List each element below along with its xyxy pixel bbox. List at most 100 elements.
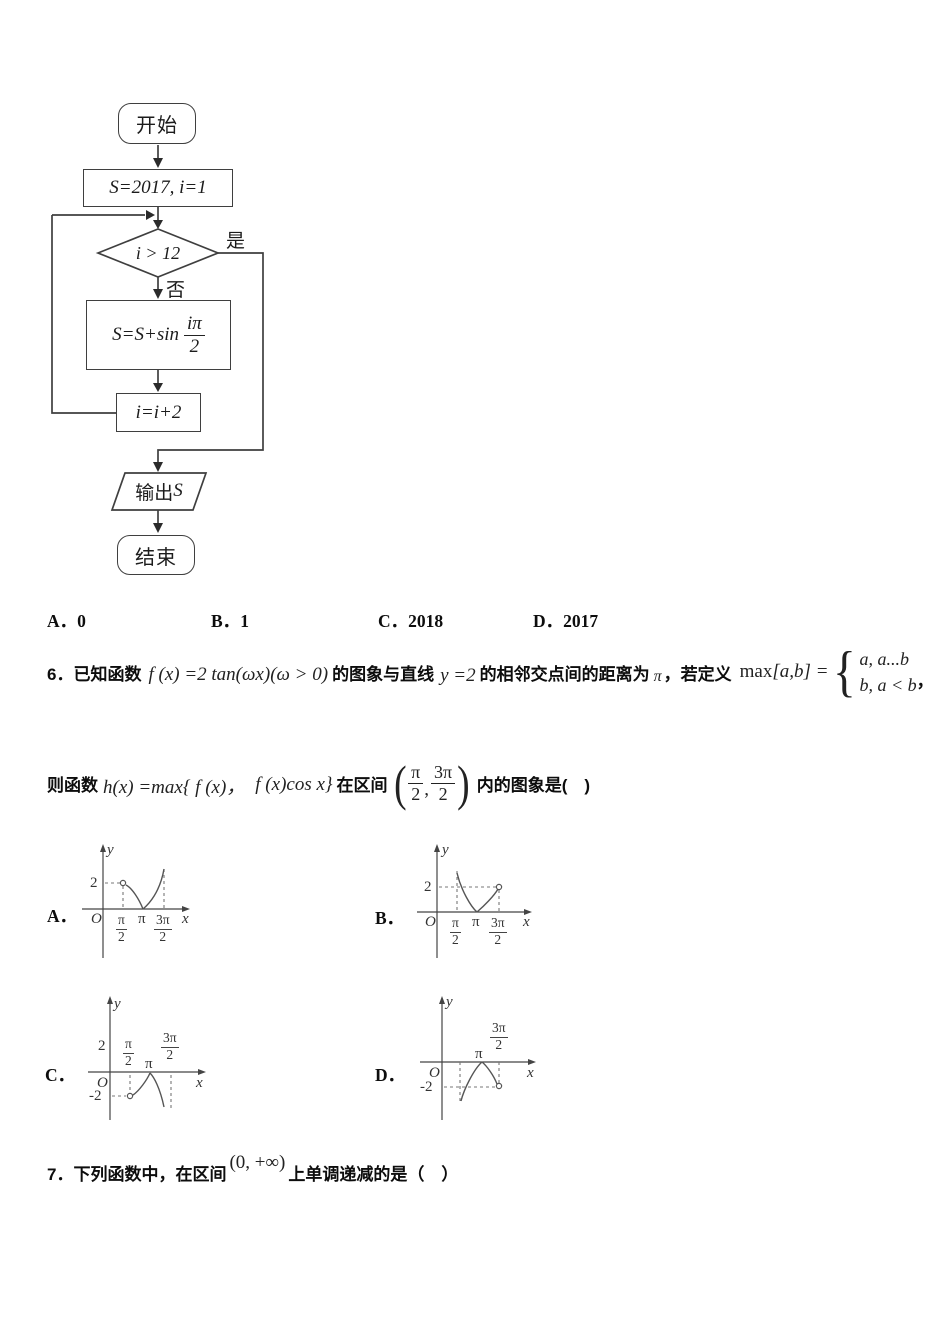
question7-interval: (0, +∞) bbox=[229, 1151, 286, 1173]
option-d-value: 2017 bbox=[563, 611, 599, 631]
fraction-denominator: 2 bbox=[159, 928, 167, 944]
graph-b-origin-label: O bbox=[425, 914, 436, 930]
option-a: A．0 bbox=[47, 608, 86, 633]
flowchart-no-label: 否 bbox=[166, 280, 186, 301]
graph-c-y-axis-label: y bbox=[114, 996, 121, 1012]
option-d-letter: D． bbox=[533, 611, 564, 631]
option-c: C．2018 bbox=[378, 608, 443, 633]
flowchart-compute-prefix: S=S+sin bbox=[112, 324, 179, 345]
flowchart-end-node: 结束 bbox=[117, 535, 195, 575]
interval-frac-3pi-2: 3π 2 bbox=[431, 762, 456, 804]
question7-line: 7．下列函数中，在区间 (0, +∞) 上单调递减的是（ ） bbox=[47, 1150, 458, 1195]
graph-a-ytick-2: 2 bbox=[90, 875, 98, 891]
flowchart-compute-fraction: iπ 2 bbox=[184, 313, 205, 357]
fraction-denominator: 2 bbox=[438, 783, 448, 804]
flowchart-increment-node: i=i+2 bbox=[116, 393, 201, 432]
graph-b-y-axis-label: y bbox=[442, 842, 449, 858]
flowchart-start-label: 开始 bbox=[136, 115, 178, 137]
question7-number: 7． bbox=[47, 1165, 74, 1184]
graph-b-axes bbox=[417, 844, 532, 958]
answer-options-row: A．0 B．1 C．2018 D．2017 bbox=[47, 608, 907, 632]
graph-b-plot: y 2 O π 2 π 3π 2 x bbox=[415, 843, 540, 961]
graph-a-origin-label: O bbox=[91, 911, 102, 927]
option-b-letter: B． bbox=[211, 611, 241, 631]
question6-number-and-text: 6．已知函数 bbox=[47, 660, 141, 685]
graph-c-tick-3pi-over-2: 3π 2 bbox=[161, 1030, 179, 1063]
graph-d-plot: y π 3π 2 O -2 x bbox=[415, 995, 545, 1123]
graph-b-x-axis-label: x bbox=[523, 914, 530, 930]
graph-a-tick-pi: π bbox=[138, 911, 146, 927]
question6-seg4: ，若定义 bbox=[663, 664, 732, 684]
interval-close-paren: ) bbox=[457, 755, 470, 811]
fraction-denominator: 2 bbox=[452, 931, 459, 947]
graph-b-label: B． bbox=[375, 908, 405, 928]
question6-comma: ， bbox=[916, 671, 934, 691]
fraction-numerator: π bbox=[123, 1036, 134, 1054]
interval-open-paren: ( bbox=[393, 755, 407, 811]
option-d: D．2017 bbox=[533, 608, 598, 633]
flowchart-start-node: 开始 bbox=[118, 103, 196, 144]
graph-c-tick-pi: π bbox=[145, 1056, 153, 1072]
question6-max-args: [a,b] bbox=[772, 661, 811, 682]
fraction-denominator: 2 bbox=[118, 928, 125, 944]
question6-h-formula: h(x) =max{ f (x)， bbox=[103, 776, 246, 798]
question7-post: 上单调递减的是（ ） bbox=[288, 1165, 459, 1184]
flowchart-init-node: S=2017, i=1 bbox=[83, 169, 233, 207]
fraction-numerator: 3π bbox=[161, 1030, 179, 1048]
question6-line2: 则函数 h(x) =max{ f (x)， f (x)cos x} 在区间 ( … bbox=[47, 753, 590, 813]
piecewise-cases: a, a...b b, a < b bbox=[859, 646, 916, 698]
graph-a-axes bbox=[82, 844, 190, 958]
piecewise-case-1: a, a...b bbox=[859, 649, 909, 669]
option-c-letter: C． bbox=[378, 611, 409, 631]
fraction-numerator: iπ bbox=[184, 313, 205, 336]
fraction-numerator: π bbox=[116, 912, 127, 930]
flowchart-end-label: 结束 bbox=[135, 546, 177, 569]
graph-d-x-axis-label: x bbox=[527, 1065, 534, 1081]
graph-d-y-axis-label: y bbox=[446, 994, 453, 1010]
graph-c-label: C． bbox=[45, 1065, 76, 1085]
fraction-numerator: 3π bbox=[489, 915, 507, 933]
graph-a-tick-3pi-over-2: 3π 2 bbox=[154, 912, 172, 945]
piecewise-brace: { bbox=[832, 641, 856, 703]
flowchart-compute-node: S=S+sin iπ 2 bbox=[86, 300, 231, 370]
question6-line2-pre: 则函数 bbox=[47, 775, 98, 795]
fraction-numerator: 3π bbox=[154, 912, 172, 930]
flowchart-connectors bbox=[51, 145, 264, 533]
graph-d-axes bbox=[420, 996, 536, 1120]
question6-number: 6． bbox=[47, 664, 74, 684]
question6-seg1: 已知函数 bbox=[73, 664, 142, 684]
question6-line2-post: 内的图象是( ) bbox=[476, 775, 591, 795]
graph-c-origin-label: O bbox=[97, 1075, 108, 1091]
graph-c-ytick-neg2: -2 bbox=[89, 1088, 102, 1104]
graph-b-tick-pi: π bbox=[472, 914, 480, 930]
fraction-denominator: 2 bbox=[166, 1046, 174, 1062]
fraction-denominator: 2 bbox=[494, 931, 502, 947]
flowchart: 开始 S=2017, i=1 i > 12 是 否 S=S+sin iπ 2 i… bbox=[45, 95, 285, 590]
fraction-numerator: π bbox=[408, 762, 424, 784]
graph-d-tick-3pi-over-2: 3π 2 bbox=[490, 1020, 508, 1053]
flowchart-increment-label: i=i+2 bbox=[135, 401, 182, 423]
question7-pre: 下列函数中，在区间 bbox=[73, 1165, 227, 1184]
question7-number-and-text: 7．下列函数中，在区间 bbox=[47, 1160, 226, 1185]
graph-d-origin-label: O bbox=[429, 1065, 440, 1081]
graph-c-plot: y 2 π 2 π 3π 2 O -2 x bbox=[85, 995, 220, 1123]
flowchart-output-variable: S bbox=[173, 480, 183, 501]
interval-comma: , bbox=[424, 779, 430, 800]
option-a-value: 0 bbox=[77, 611, 86, 631]
graph-b-tick-3pi-over-2: 3π 2 bbox=[489, 915, 507, 948]
flowchart-condition-label: i > 12 bbox=[135, 242, 181, 263]
question6-formula-f: f (x) =2 tan(ωx)(ω > 0) bbox=[148, 664, 329, 685]
graph-a-label: A． bbox=[47, 906, 78, 926]
flowchart-decision-node: i > 12 bbox=[128, 240, 188, 266]
fraction-numerator: 3π bbox=[431, 762, 456, 784]
interval-frac-pi-2: π 2 bbox=[408, 762, 424, 804]
graph-c-tick-pi-over-2: π 2 bbox=[123, 1036, 134, 1069]
graph-d-ytick-neg2: -2 bbox=[420, 1079, 433, 1095]
piecewise-case-2: b, a < b bbox=[859, 675, 917, 695]
graph-d-label: D． bbox=[375, 1065, 406, 1085]
option-b: B．1 bbox=[211, 608, 249, 633]
flowchart-yes-label: 是 bbox=[226, 231, 246, 252]
graph-a-y-axis-label: y bbox=[107, 842, 114, 858]
